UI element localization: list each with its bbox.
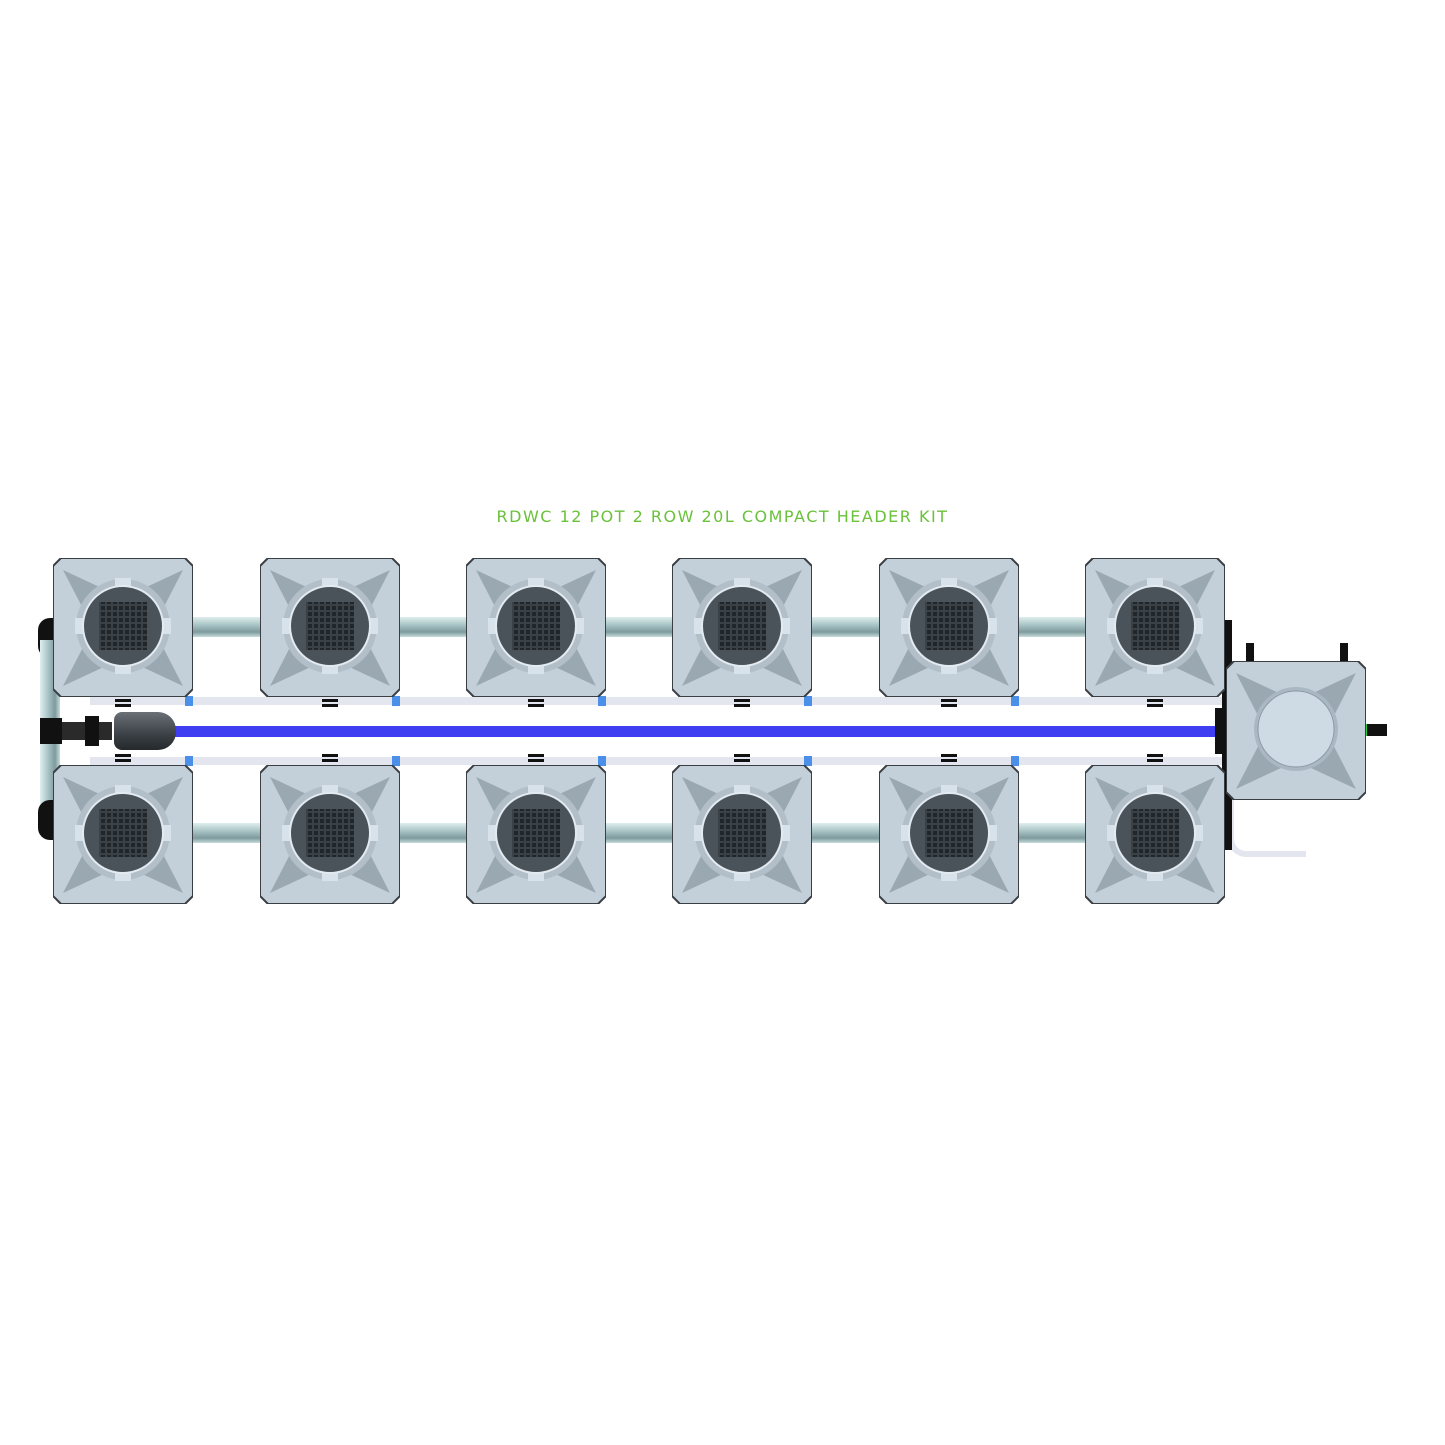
pot-3: [466, 558, 606, 697]
pot-1: [53, 558, 193, 697]
bottom-return-pipe: [190, 823, 1090, 843]
header-tank-outlet: [1364, 724, 1387, 736]
connector-clip: [322, 754, 338, 762]
pot-6: [1085, 558, 1225, 697]
right-drain-hose: [1228, 795, 1306, 857]
connector-clip: [734, 699, 750, 707]
pot-5: [879, 558, 1019, 697]
blue-clip: [804, 696, 812, 706]
connector-clip: [528, 699, 544, 707]
feed-line: [175, 726, 1225, 737]
blue-clip: [598, 756, 606, 766]
top-rail: [90, 697, 1230, 705]
header-tank-post-left: [1246, 643, 1254, 665]
pot-11: [879, 765, 1019, 904]
connector-clip: [1147, 699, 1163, 707]
header-tank-post-right: [1340, 643, 1348, 665]
blue-clip: [598, 696, 606, 706]
pump-icon: [114, 712, 176, 750]
pot-8: [260, 765, 400, 904]
pot-4: [672, 558, 812, 697]
blue-clip: [185, 756, 193, 766]
pump-fitting: [85, 716, 99, 746]
pot-12: [1085, 765, 1225, 904]
connector-clip: [115, 699, 131, 707]
pot-10: [672, 765, 812, 904]
connector-clip: [941, 754, 957, 762]
blue-clip: [392, 756, 400, 766]
pot-7: [53, 765, 193, 904]
bottom-rail: [90, 757, 1230, 765]
pot-9: [466, 765, 606, 904]
blue-clip: [1011, 756, 1019, 766]
kit-title: RDWC 12 POT 2 ROW 20L COMPACT HEADER KIT: [496, 507, 949, 526]
left-elbow-bottom: [38, 800, 56, 840]
pot-2: [260, 558, 400, 697]
blue-clip: [392, 696, 400, 706]
connector-clip: [322, 699, 338, 707]
connector-clip: [1147, 754, 1163, 762]
connector-clip: [115, 754, 131, 762]
blue-clip: [804, 756, 812, 766]
connector-clip: [528, 754, 544, 762]
connector-clip: [734, 754, 750, 762]
blue-clip: [1011, 696, 1019, 706]
connector-clip: [941, 699, 957, 707]
blue-clip: [185, 696, 193, 706]
left-tee-fitting: [40, 718, 62, 744]
header-tank: [1226, 661, 1366, 800]
top-return-pipe: [190, 617, 1090, 637]
